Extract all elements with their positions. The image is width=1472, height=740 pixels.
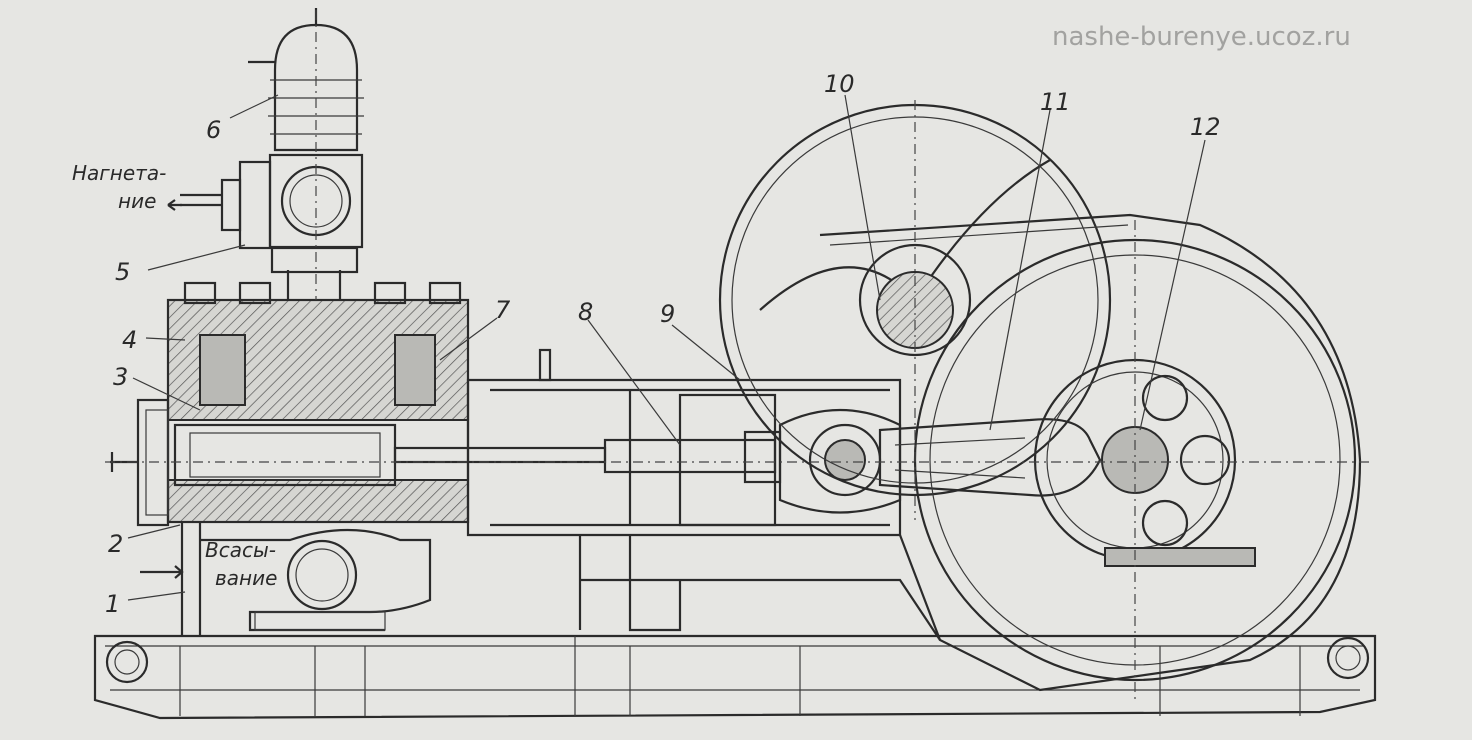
leader-lines: [127, 94, 1206, 601]
callout-5: 5: [115, 258, 130, 286]
callout-2: 2: [108, 530, 123, 558]
callout-3: 3: [113, 363, 128, 391]
callout-7: 7: [495, 296, 511, 324]
callout-8: 8: [578, 298, 593, 326]
crankshaft-gear: [913, 238, 1357, 682]
center-lines: [105, 10, 1370, 700]
drive-pulley: [718, 103, 1112, 497]
discharge-label-line-2: ние: [118, 189, 156, 213]
suction-arrow: [140, 565, 184, 579]
discharge-arrow: [167, 199, 182, 211]
gear-housing: [819, 213, 1362, 692]
callout-4: 4: [122, 326, 137, 354]
discharge-label-line-1: Нагнета-: [72, 161, 166, 185]
callout-10: 10: [824, 70, 855, 98]
base-frame: [93, 634, 1377, 720]
fluid-end: [110, 281, 607, 527]
suction-label-line-1: Всасы-: [205, 538, 276, 562]
callout-labels: 1 2 3 4 5 6 7 8 9 10 11 12: [105, 70, 1221, 618]
callout-12: 12: [1190, 113, 1221, 141]
suction-manifold: [180, 520, 432, 636]
discharge-assembly: [180, 8, 364, 300]
suction-label: Всасы- вание: [140, 538, 277, 590]
watermark: nashe-burenye.ucoz.ru: [1052, 22, 1351, 52]
callout-11: 11: [1040, 88, 1071, 116]
connecting-rod: [878, 418, 1102, 497]
discharge-label: Нагнета- ние: [72, 161, 182, 213]
callout-6: 6: [206, 116, 221, 144]
callout-1: 1: [105, 590, 120, 618]
suction-label-line-2: вание: [215, 566, 277, 590]
crosshead-guide: [466, 348, 941, 641]
callout-9: 9: [660, 300, 675, 328]
